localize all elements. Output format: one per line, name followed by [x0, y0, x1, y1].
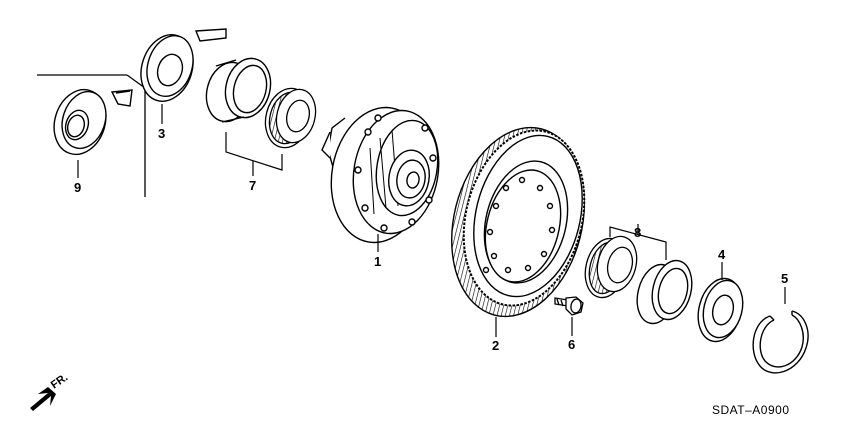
differential-carrier-part [321, 106, 440, 244]
leader-7 [225, 132, 283, 176]
thrust-shim-4-part [697, 277, 744, 343]
snap-ring-part [752, 310, 809, 374]
roller-bearing-8-part [584, 235, 638, 299]
roller-bearing-7-part [264, 87, 317, 149]
thrust-shim-3-part [140, 28, 227, 102]
diagram-code: SDAT–A0900 [712, 403, 790, 417]
part-label-3: 3 [158, 126, 165, 141]
part-label-2: 2 [492, 338, 499, 353]
part-label-9: 9 [74, 180, 81, 195]
part-label-4: 4 [718, 247, 726, 262]
front-label: FR. [49, 371, 70, 391]
final-driven-gear-part [451, 126, 586, 318]
part-label-1: 1 [374, 254, 381, 269]
part-label-7: 7 [249, 178, 256, 193]
front-arrow-icon [30, 387, 56, 411]
part-label-6: 6 [568, 337, 575, 352]
frame-lines [37, 74, 146, 197]
bearing-race-7-part [205, 57, 272, 128]
oil-seal-washer-part [53, 88, 133, 156]
part-label-8: 8 [634, 225, 641, 240]
part-label-5: 5 [781, 271, 788, 286]
leader-8 [609, 224, 667, 260]
bearing-race-8-part [636, 259, 693, 325]
gear-bolt-part [554, 296, 584, 316]
